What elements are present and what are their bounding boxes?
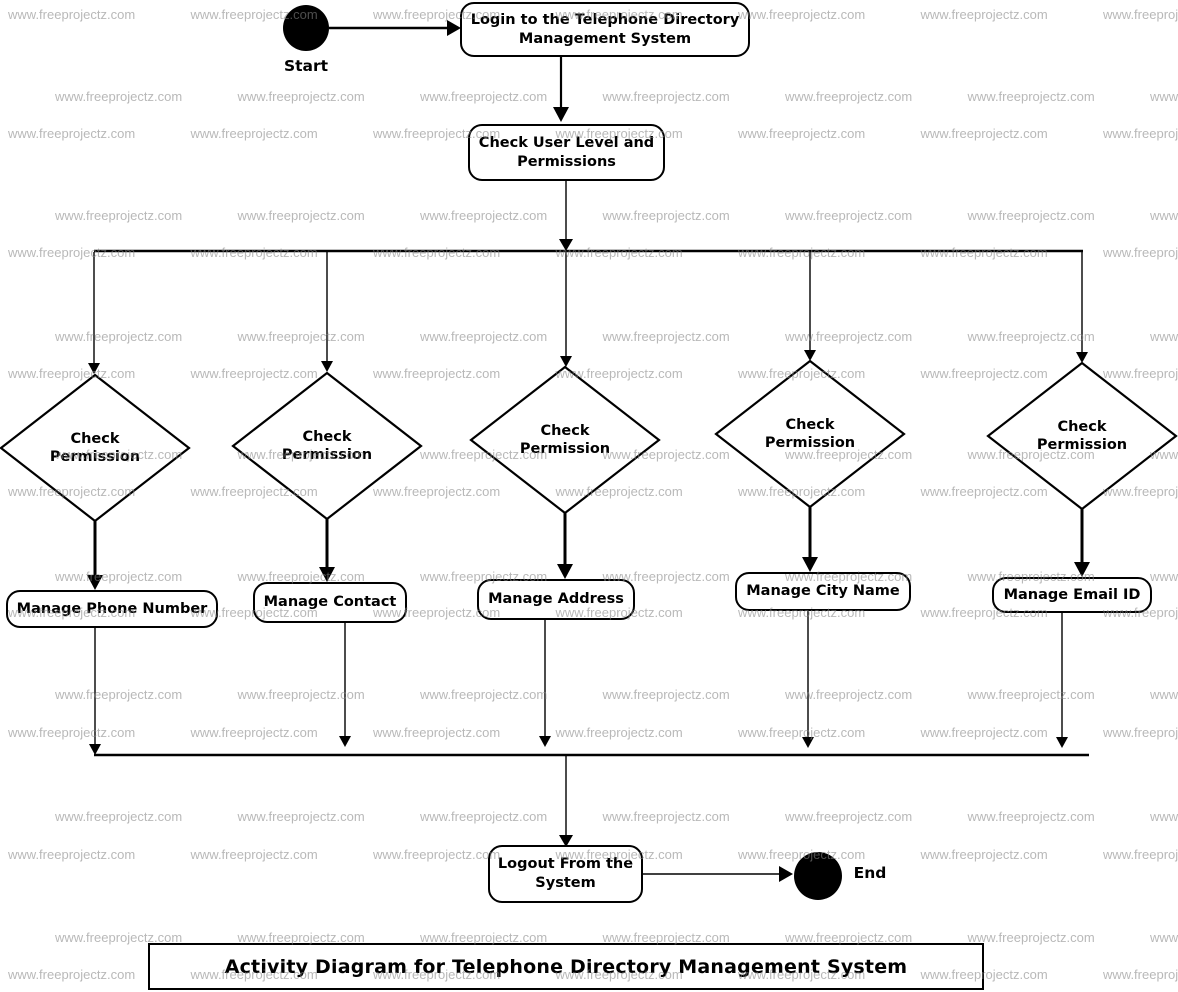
end-label: End: [853, 864, 887, 883]
arrowhead: [553, 107, 569, 122]
arrowhead: [559, 835, 573, 847]
arrowhead: [1056, 737, 1068, 748]
decision-label-contact: Check Permission: [281, 428, 373, 463]
end-node-circle: [794, 852, 842, 900]
arrowhead: [557, 564, 573, 579]
arrowhead: [539, 736, 551, 747]
arrowhead: [559, 239, 573, 251]
action-check-user-level: Check User Level and Permissions: [468, 124, 665, 181]
diagram-title: Activity Diagram for Telephone Directory…: [224, 955, 908, 978]
action-logout: Logout From the System: [488, 845, 643, 903]
decision-label-address: Check Permission: [519, 422, 611, 457]
arrowhead: [89, 744, 101, 755]
arrowhead: [88, 363, 100, 374]
action-manage-address: Manage Address: [477, 579, 635, 620]
decision-label-email: Check Permission: [1036, 418, 1128, 453]
arrowhead: [339, 736, 351, 747]
start-label: Start: [283, 57, 329, 76]
action-manage-email-id: Manage Email ID: [992, 577, 1152, 613]
start-node-circle: [283, 5, 329, 51]
arrowhead: [321, 361, 333, 372]
arrowhead: [804, 350, 816, 361]
arrowhead: [1076, 352, 1088, 363]
arrowhead: [802, 557, 818, 572]
action-manage-phone-number: Manage Phone Number: [6, 590, 218, 628]
arrowhead: [802, 737, 814, 748]
arrowhead: [87, 575, 103, 590]
decision-label-phone: Check Permission: [49, 430, 141, 465]
arrowhead: [779, 866, 793, 882]
arrowhead: [447, 20, 461, 36]
decision-label-city: Check Permission: [764, 416, 856, 451]
diagram-title-box: Activity Diagram for Telephone Directory…: [148, 943, 984, 990]
action-manage-contact: Manage Contact: [253, 582, 407, 623]
arrowhead: [560, 356, 572, 367]
arrowhead: [319, 567, 335, 582]
action-login: Login to the Telephone Directory Managem…: [460, 2, 750, 57]
action-manage-city-name: Manage City Name: [735, 572, 911, 611]
arrowhead: [1074, 562, 1090, 577]
